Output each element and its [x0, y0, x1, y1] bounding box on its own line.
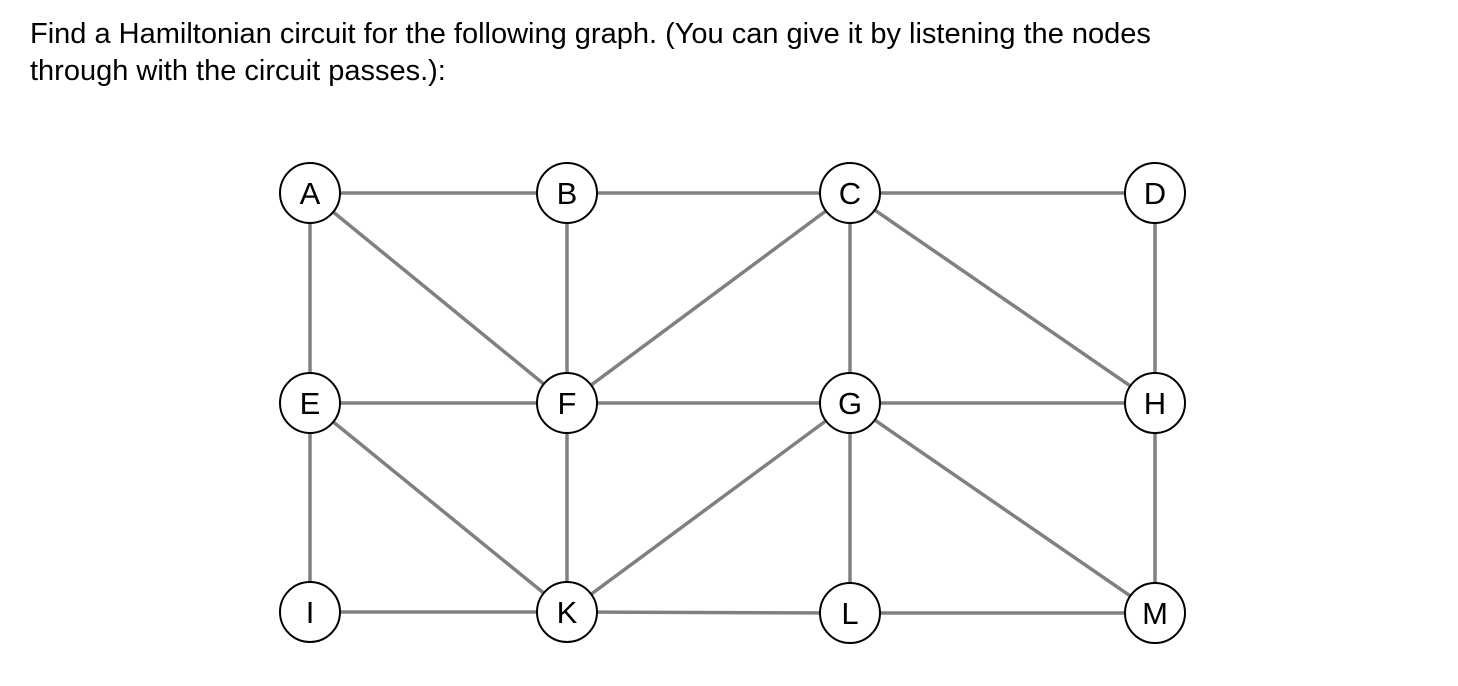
graph-node-circle-G	[819, 372, 881, 434]
graph-nodes-layer: A B C D E F G H I K L M	[279, 162, 1186, 644]
graph-edge-A-F	[308, 191, 569, 405]
graph-node-label-C: C	[839, 176, 861, 211]
graph-node-B: B	[536, 162, 598, 224]
graph-node-label-B: B	[557, 176, 578, 211]
graph-node-circle-H	[1124, 372, 1186, 434]
graph-node-label-H: H	[1144, 386, 1166, 421]
graph-node-circle-M	[1124, 582, 1186, 644]
graph-node-circle-D	[1124, 162, 1186, 224]
graph-node-circle-C	[819, 162, 881, 224]
graph-node-L: L	[819, 582, 881, 644]
question-line-2: through with the circuit passes.):	[30, 55, 446, 87]
graph-edge-E-K	[308, 401, 569, 614]
graph-node-circle-B	[536, 162, 598, 224]
graph-node-circle-I	[279, 581, 341, 643]
question-text: Find a Hamiltonian circuit for the follo…	[30, 16, 1390, 90]
graph-node-label-M: M	[1142, 596, 1168, 631]
graph-node-circle-F	[536, 372, 598, 434]
graph-edge-K-L	[566, 610, 851, 615]
graph-node-label-E: E	[300, 386, 321, 421]
graph-node-I: I	[279, 581, 341, 643]
graph-node-label-G: G	[838, 386, 862, 421]
graph-edge-C-H	[849, 191, 1156, 405]
graph-node-A: A	[279, 162, 341, 224]
graph-edge-G-K	[565, 401, 852, 614]
graph-node-G: G	[819, 372, 881, 434]
graph-node-H: H	[1124, 372, 1186, 434]
graph-node-circle-L	[819, 582, 881, 644]
graph-node-label-D: D	[1144, 176, 1166, 211]
graph-node-circle-A	[279, 162, 341, 224]
graph-node-M: M	[1124, 582, 1186, 644]
question-line-1: Find a Hamiltonian circuit for the follo…	[30, 18, 1151, 50]
graph-node-label-F: F	[558, 386, 577, 421]
graph-node-label-A: A	[300, 176, 321, 211]
graph-node-K: K	[536, 581, 598, 643]
graph-node-C: C	[819, 162, 881, 224]
graph-edge-C-F	[565, 191, 852, 405]
graph-node-D: D	[1124, 162, 1186, 224]
graph-node-label-I: I	[306, 595, 315, 630]
graph-edge-G-M	[849, 401, 1156, 615]
graph-node-E: E	[279, 372, 341, 434]
graph-node-label-L: L	[841, 596, 858, 631]
graph-edges-layer	[308, 191, 1157, 615]
graph-node-circle-K	[536, 581, 598, 643]
graph-node-circle-E	[279, 372, 341, 434]
graph-node-F: F	[536, 372, 598, 434]
graph-node-label-K: K	[557, 595, 578, 630]
